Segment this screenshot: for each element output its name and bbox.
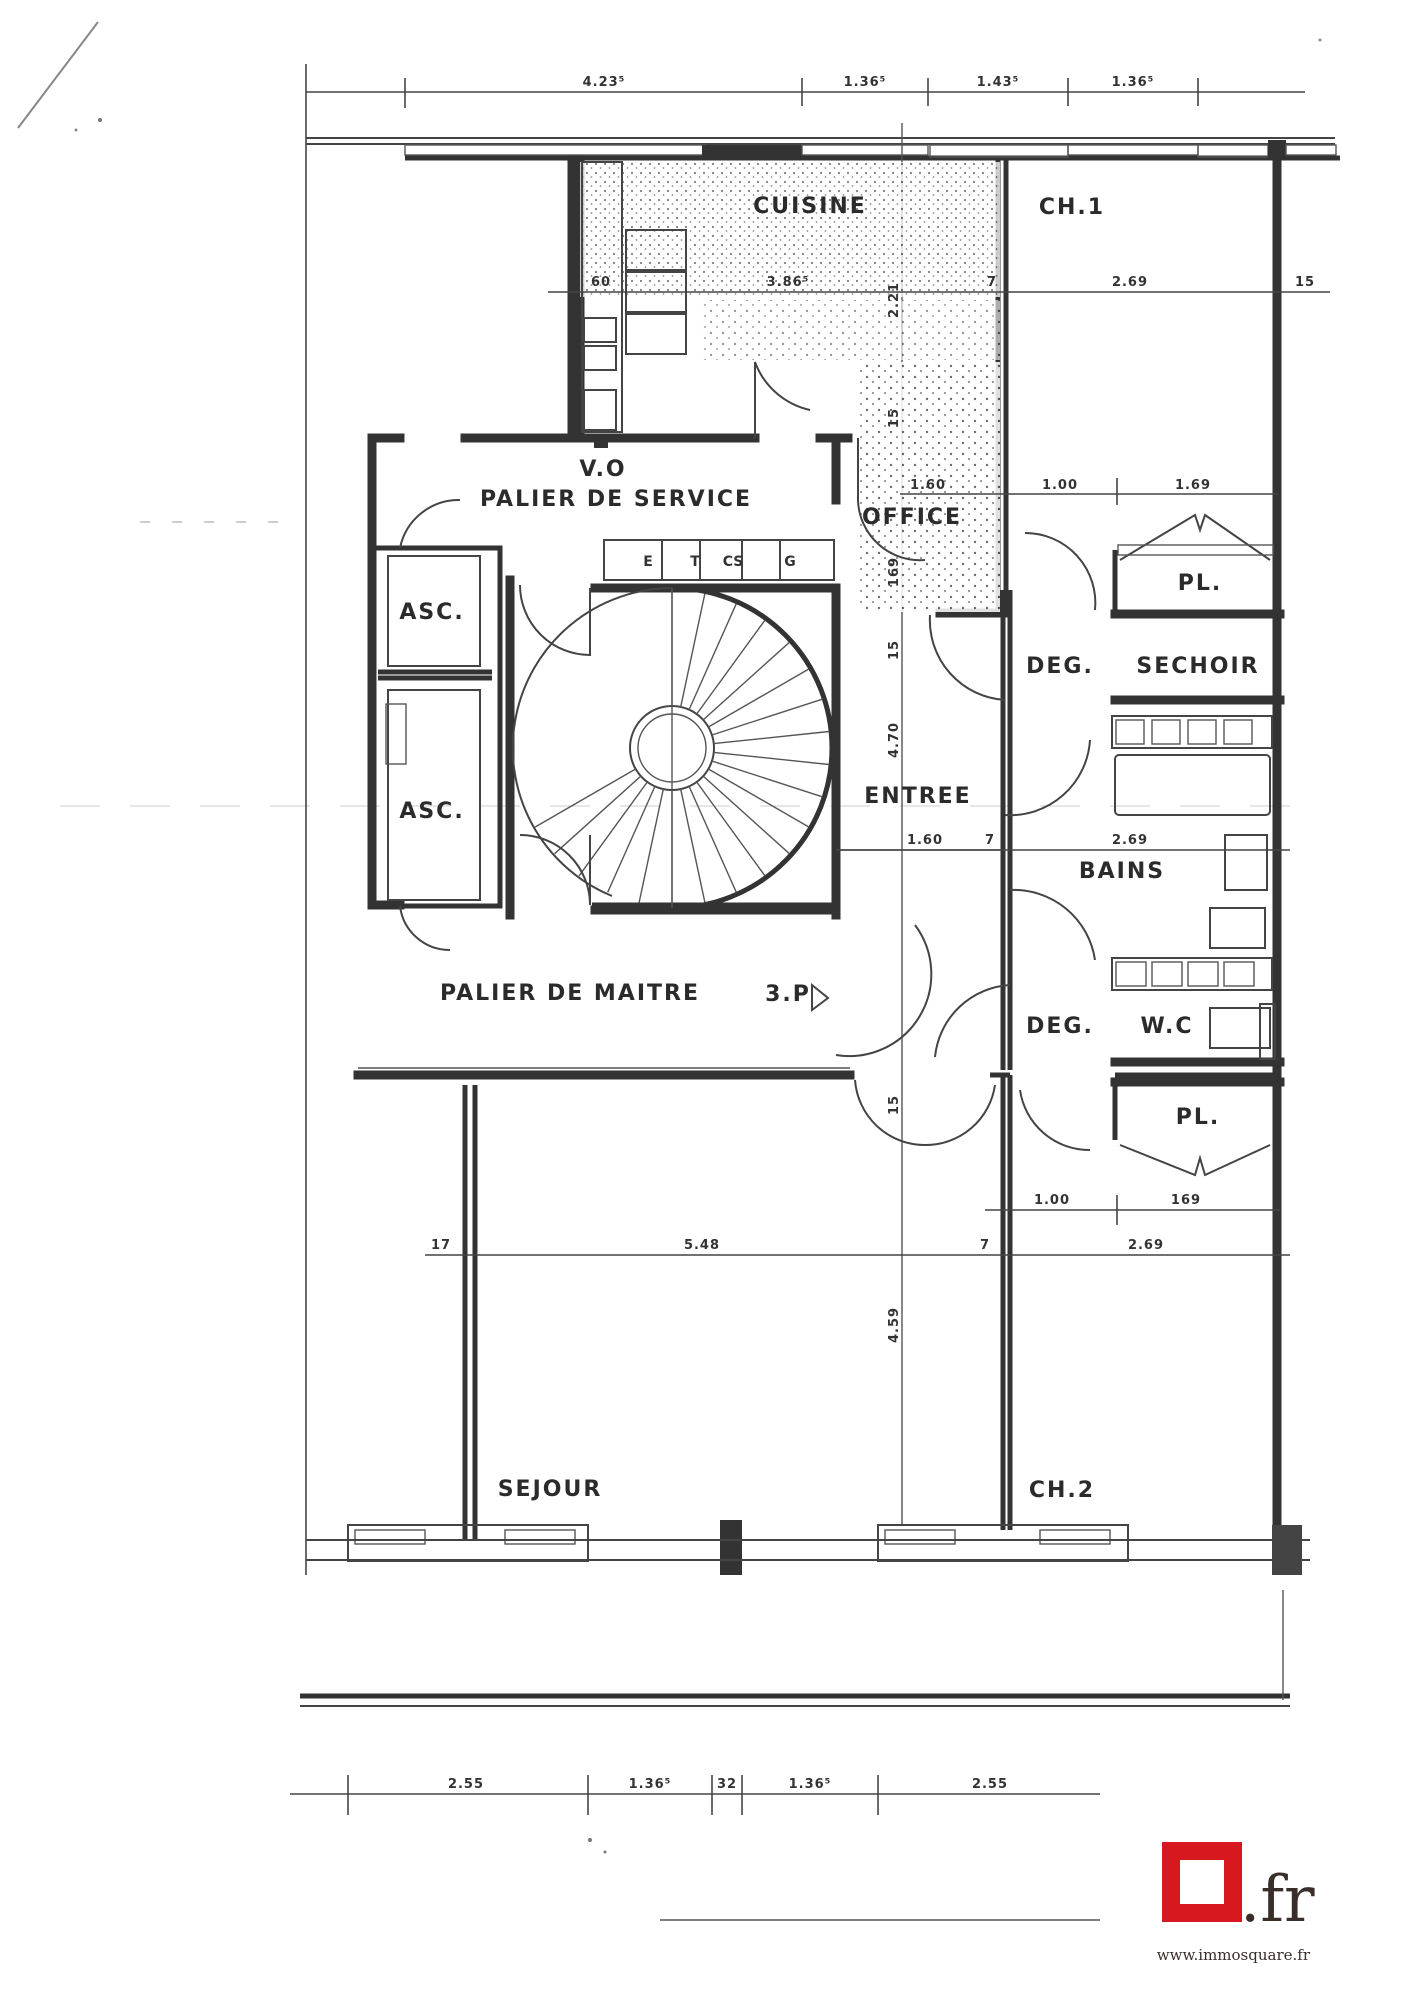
dim-office-3: 1.69 <box>1175 478 1211 493</box>
label-bains: BAINS <box>1079 859 1165 884</box>
label-ch2: CH.2 <box>1029 1478 1095 1503</box>
stair-tread <box>688 603 737 710</box>
label-sechoir: SECHOIR <box>1136 654 1259 679</box>
spiral-staircase <box>511 585 835 911</box>
dim-kitchen-5: 15 <box>1295 275 1315 290</box>
stair-tread <box>696 619 766 715</box>
dim-pl-1: 1.00 <box>1034 1193 1070 1208</box>
stair-tread <box>696 781 766 877</box>
stair-tread <box>702 775 790 855</box>
stair-tread <box>708 668 810 728</box>
label-pl-top: PL. <box>1178 571 1223 596</box>
label-bp: 3.P <box>765 982 811 1007</box>
stair-tread <box>711 698 823 736</box>
dim-bottom-1: 2.55 <box>448 1777 484 1792</box>
stair-tread <box>708 768 810 828</box>
dim-sejour-2: 5.48 <box>684 1238 720 1253</box>
gaine-e: E <box>643 554 653 570</box>
elevator-fixtures <box>385 555 481 901</box>
facade-bottom: 2.55 1.36⁵ 32 1.36⁵ 2.55 <box>290 1520 1310 1921</box>
dim-sejour-1: 17 <box>431 1238 451 1253</box>
stair-tread <box>711 760 823 798</box>
logo-url: www.immosquare.fr <box>1157 1946 1311 1964</box>
dim-top-2: 1.36⁵ <box>844 75 887 90</box>
dim-office-1: 1.60 <box>910 478 946 493</box>
room-labels: CUISINE CH.1 V.O PALIER DE SERVICE OFFIC… <box>399 194 1259 1503</box>
dim-top-1: 4.23⁵ <box>583 75 626 90</box>
label-deg-bottom: DEG. <box>1026 1014 1094 1039</box>
stair-tread <box>680 593 706 708</box>
label-asc-2: ASC. <box>399 799 464 824</box>
stair-tread <box>713 751 830 766</box>
dim-bottom-5: 2.55 <box>972 1777 1008 1792</box>
immosquare-logo: .fr www.immosquare.fr <box>1157 1842 1315 1964</box>
dim-v-6: 15 <box>887 1095 902 1115</box>
gaine-t: T <box>690 554 700 570</box>
dim-kitchen-2: 3.86⁵ <box>767 275 810 290</box>
kitchen-fixtures <box>581 161 687 448</box>
stair-tread <box>688 786 737 893</box>
dim-top-4: 1.36⁵ <box>1112 75 1155 90</box>
top-dimensions: 4.23⁵ 1.36⁵ 1.43⁵ 1.36⁵ <box>305 64 1305 1575</box>
stair-tread <box>638 788 664 903</box>
stair-tread <box>607 786 656 893</box>
gaine-g: G <box>784 554 796 570</box>
internal-dimensions: 60 3.86⁵ 7 2.69 15 1.60 1.00 1.69 1.60 7… <box>425 275 1330 1343</box>
facade-top <box>306 137 1340 161</box>
dim-v-7: 4.59 <box>887 1307 902 1343</box>
dim-mid-1: 1.60 <box>907 833 943 848</box>
gaines-box <box>603 539 835 581</box>
label-ch1: CH.1 <box>1039 195 1105 220</box>
dim-bottom-4: 1.36⁵ <box>789 1777 832 1792</box>
stair-tread <box>702 641 790 721</box>
dim-bottom-3: 32 <box>717 1777 737 1792</box>
label-deg-top: DEG. <box>1026 654 1094 679</box>
stair-tread <box>680 788 706 903</box>
gaine-cs: CS <box>723 554 744 570</box>
doors <box>399 361 1271 1177</box>
logo-tld: .fr <box>1240 1863 1315 1937</box>
label-palier-maitre: PALIER DE MAITRE <box>440 981 700 1006</box>
stair-tread <box>554 775 642 855</box>
label-pl-bottom: PL. <box>1176 1105 1221 1130</box>
dim-mid-3: 2.69 <box>1112 833 1148 848</box>
label-asc-1: ASC. <box>399 600 464 625</box>
dim-v-4: 15 <box>887 640 902 660</box>
label-office: OFFICE <box>862 505 962 530</box>
dim-kitchen-1: 60 <box>591 275 611 290</box>
dim-top-3: 1.43⁵ <box>977 75 1020 90</box>
dim-v-5: 4.70 <box>887 722 902 758</box>
label-cuisine: CUISINE <box>753 194 867 219</box>
stair-tread <box>534 768 636 828</box>
label-wc: W.C <box>1141 1014 1194 1039</box>
dim-kitchen-4: 2.69 <box>1112 275 1148 290</box>
bath-fixtures <box>1111 544 1276 1060</box>
dim-kitchen-3: 7 <box>987 275 997 290</box>
dim-pl-2: 169 <box>1171 1193 1201 1208</box>
label-entree: ENTREE <box>864 784 971 809</box>
dim-office-2: 1.00 <box>1042 478 1078 493</box>
scan-marks <box>17 21 1322 1854</box>
dim-sejour-3: 7 <box>980 1238 990 1253</box>
stair-tread <box>713 730 830 745</box>
dim-bottom-2: 1.36⁵ <box>629 1777 672 1792</box>
label-palier-service: PALIER DE SERVICE <box>480 487 752 512</box>
label-vo: V.O <box>579 457 626 482</box>
dim-v-1: 2.21 <box>887 282 902 318</box>
label-sejour: SEJOUR <box>498 1477 603 1502</box>
office-shading <box>860 362 1000 612</box>
dim-sejour-4: 2.69 <box>1128 1238 1164 1253</box>
dim-v-3: 169 <box>887 557 902 587</box>
dim-mid-2: 7 <box>985 833 995 848</box>
dim-v-2: 15 <box>887 408 902 428</box>
